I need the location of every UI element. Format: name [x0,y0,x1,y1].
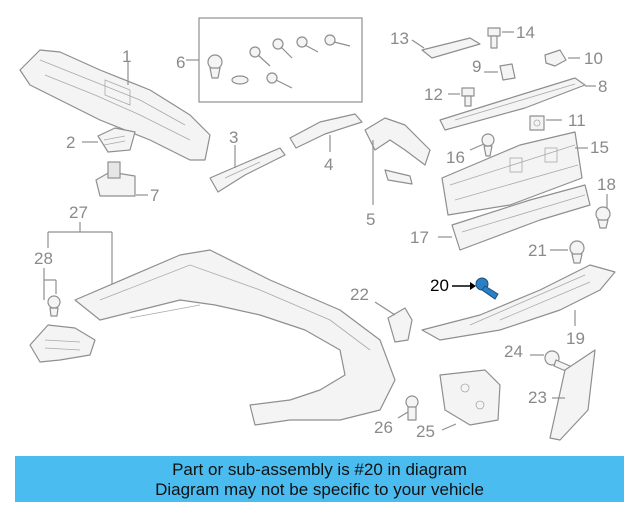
callout-23[interactable]: 23 [528,388,547,407]
parts-diagram: 1 2 7 6 3 4 5 [19,17,616,441]
banner-line-2: Diagram may not be specific to your vehi… [155,480,484,499]
part-19-side-rail [421,264,616,341]
part-7-bracket [95,161,136,197]
callout-16[interactable]: 16 [446,148,465,167]
callout-1[interactable]: 1 [122,47,131,66]
part-21-clip [569,240,585,264]
part-1-roof-rail [19,49,211,161]
part-4-trim-strip [289,113,363,149]
part-20-bolt-highlight[interactable] [475,277,499,300]
part-cover-panel [74,249,396,426]
part-15-panel [441,131,583,216]
leader-22 [374,301,396,316]
leader-25 [441,423,457,431]
banner-line-1: Part or sub-assembly is #20 in diagram [172,460,467,479]
callout-17[interactable]: 17 [410,228,429,247]
leader-13 [411,39,425,49]
part-28-clip [47,295,61,317]
callout-8[interactable]: 8 [598,77,607,96]
callout-5[interactable]: 5 [366,210,375,229]
part-16-push-pin [481,133,495,157]
part-23-pillar [549,349,596,441]
callout-14[interactable]: 14 [516,23,535,42]
callout-18[interactable]: 18 [597,175,616,194]
callout-22[interactable]: 22 [350,285,369,304]
leader-26 [397,411,409,419]
part-2-clip [97,127,136,153]
part-22-hinge [387,307,413,343]
info-banner: Part or sub-assembly is #20 in diagram D… [15,456,624,502]
callout-7[interactable]: 7 [150,186,159,205]
part-8-rail-strip [439,77,586,131]
part-11-nut [529,115,545,131]
part-3-pillar-trim [209,147,286,193]
callout-26[interactable]: 26 [374,418,393,437]
part-10-clip [544,49,567,67]
part-9-fastener [499,63,516,81]
callout-27[interactable]: 27 [69,203,88,222]
part-25-mount-plate [439,369,501,426]
part-14-bolt [487,27,501,49]
callout-21[interactable]: 21 [528,241,547,260]
callout-2[interactable]: 2 [66,133,75,152]
callout-25[interactable]: 25 [416,422,435,441]
callout-3[interactable]: 3 [229,128,238,147]
part-17-crossmember [451,184,591,251]
callout-28[interactable]: 28 [34,249,53,268]
callout-9[interactable]: 9 [472,57,481,76]
callout-13[interactable]: 13 [390,29,409,48]
callout-10[interactable]: 10 [584,49,603,68]
callout-20[interactable]: 20 [430,276,449,295]
part-18-grommet [595,206,611,229]
hardware-box-6 [198,17,363,103]
callout-4[interactable]: 4 [324,155,333,174]
part-5-hinge-bracket [364,117,431,185]
callout-15[interactable]: 15 [590,138,609,157]
leader-16 [469,143,485,151]
callout-24[interactable]: 24 [504,342,523,361]
callout-12[interactable]: 12 [424,85,443,104]
part-13-seal [421,37,481,59]
callout-11[interactable]: 11 [568,111,586,130]
hardware-screws [207,34,351,89]
part-26-stud [405,395,419,421]
callout-19[interactable]: 19 [566,329,585,348]
part-28-latch [29,324,96,363]
callout-6[interactable]: 6 [176,53,185,72]
part-12-bolt [461,87,475,107]
